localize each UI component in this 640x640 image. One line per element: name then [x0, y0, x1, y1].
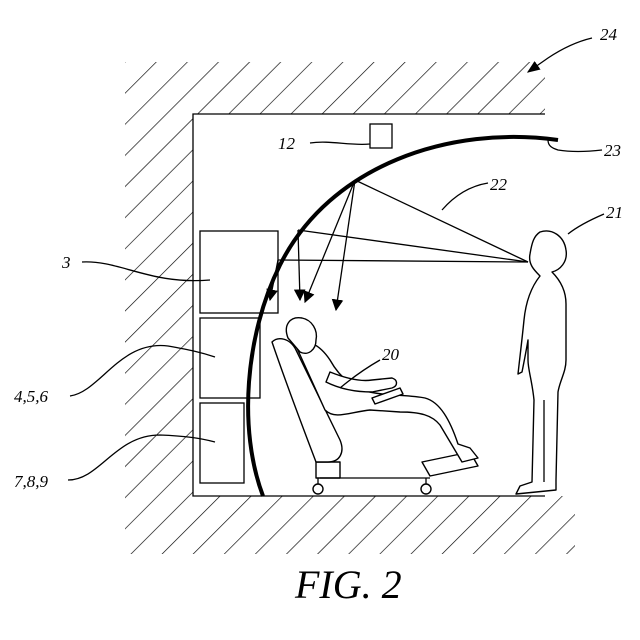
chair-base [316, 462, 340, 478]
label-20: 20 [382, 345, 400, 364]
label-22: 22 [490, 175, 508, 194]
label-24: 24 [600, 25, 618, 44]
chair-wheel-right [421, 484, 431, 494]
label-23: 23 [604, 141, 621, 160]
label-3: 3 [61, 253, 71, 272]
leader-21 [568, 214, 604, 234]
floor-hatch [193, 496, 575, 554]
label-4-5-6: 4,5,6 [14, 387, 49, 406]
ceiling-hatch [125, 62, 545, 114]
left-wall-hatch [125, 114, 193, 554]
label-7-8-9: 7,8,9 [14, 472, 49, 491]
chair-wheel-left [313, 484, 323, 494]
label-21: 21 [606, 203, 623, 222]
figure-caption: FIG. 2 [294, 562, 402, 607]
label-12: 12 [278, 134, 296, 153]
